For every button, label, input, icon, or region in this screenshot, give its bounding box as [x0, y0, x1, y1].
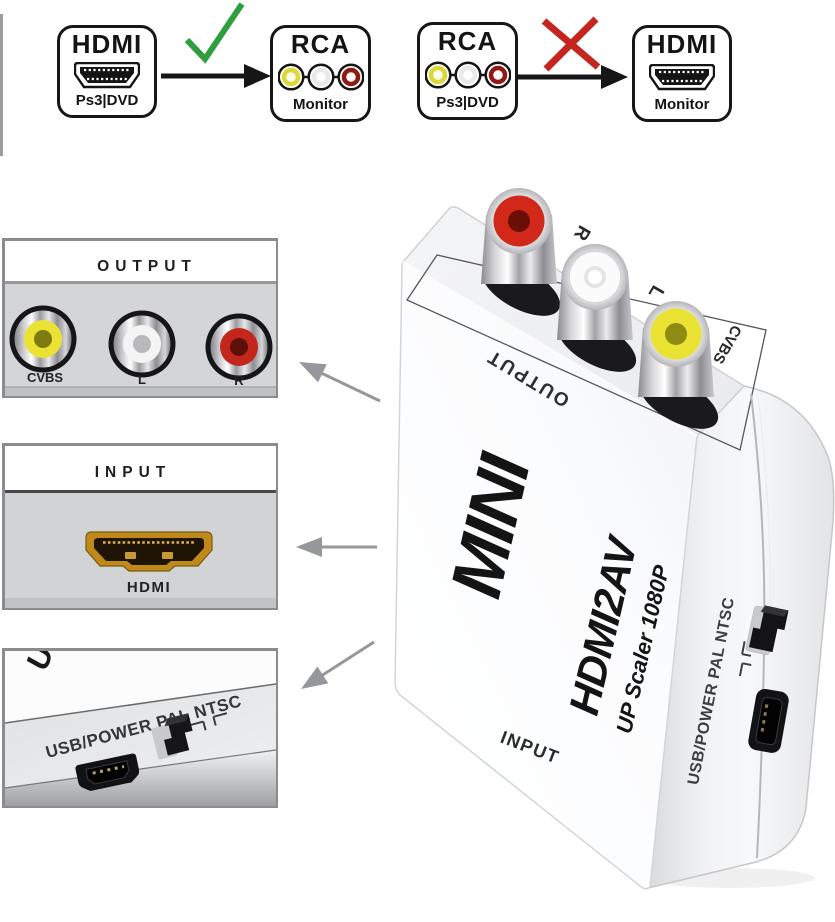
- device-jack-label-r: R: [569, 222, 594, 245]
- switch-position-marks: [189, 712, 228, 731]
- jack-label-cvbs: CVBS: [27, 370, 63, 385]
- rca-jack-right: [205, 313, 273, 381]
- pal-ntsc-switch: [151, 713, 193, 760]
- rca-jacks-icon: [424, 60, 511, 89]
- hdmi-connector-icon: [649, 63, 715, 90]
- rca-jack-left: [108, 310, 176, 378]
- callout-arrow-output-icon: [299, 362, 381, 403]
- flow1-source-sub: Ps3|DVD: [75, 92, 139, 109]
- flow1-source-box: HDMI Ps3|DVD: [57, 25, 157, 118]
- input-port-label: HDMI: [127, 579, 171, 596]
- flow1-source-title: HDMI: [71, 29, 143, 59]
- device-jack-label-cvbs: CVBS: [709, 322, 745, 367]
- rca-jack-cvbs: [9, 305, 77, 373]
- device-jack-red: [481, 188, 561, 316]
- input-panel-graphic: INPUT HDMI: [5, 446, 276, 608]
- device-jack-yellow: [638, 301, 719, 429]
- check-icon: [184, 2, 245, 64]
- device-switch-position-marks: [738, 641, 752, 677]
- flow2-target-sub: Monitor: [654, 96, 710, 113]
- flow1-target-title: RCA: [290, 29, 351, 59]
- left-edge-artifact: [0, 14, 3, 156]
- mini-usb-port: [75, 753, 140, 792]
- hdmi-port: [85, 531, 213, 572]
- arrow-right-icon: [161, 64, 271, 88]
- device-pal-ntsc-switch: [745, 605, 789, 656]
- jack-label-l: L: [138, 372, 146, 387]
- power-panel-graphic: U USB/POWER PAL NTSC: [5, 651, 276, 806]
- flow2-target-title: HDMI: [646, 29, 718, 59]
- input-panel-title: INPUT: [95, 464, 172, 481]
- callout-arrows: [296, 362, 381, 689]
- device-mini-usb-port: [748, 688, 789, 753]
- jack-label-r: R: [234, 373, 244, 388]
- hdmi-connector-icon: [74, 61, 140, 88]
- rca-jacks-icon: [277, 63, 364, 91]
- edge-highlight: [402, 260, 698, 438]
- cross-icon: [541, 16, 601, 72]
- output-panel-graphic: OUTPUT CVBS L R: [5, 241, 276, 396]
- callout-arrow-power-icon: [301, 640, 375, 689]
- flow2-source-box: RCA Ps3|DVD: [417, 22, 518, 120]
- product-photo: OUTPUT R L CVBS MINI: [394, 188, 835, 890]
- callout-panel-power: U USB/POWER PAL NTSC: [2, 648, 278, 808]
- flow2-source-title: RCA: [437, 26, 498, 56]
- flow1-target-sub: Monitor: [293, 96, 348, 113]
- device-jack-white: [557, 244, 637, 372]
- output-panel-title: OUTPUT: [97, 258, 197, 275]
- flow2-target-box: HDMI Monitor: [632, 25, 732, 122]
- callout-arrow-input-icon: [296, 537, 377, 557]
- device-jack-label-l: L: [644, 281, 668, 302]
- callout-panel-output: OUTPUT CVBS L R: [2, 238, 278, 398]
- device-side-face: [647, 385, 835, 889]
- flow2-source-sub: Ps3|DVD: [436, 94, 499, 111]
- flow1-target-box: RCA Monitor: [270, 25, 371, 122]
- arrow-right-icon: [518, 65, 628, 89]
- jack-area-outline: [406, 254, 767, 451]
- callout-panel-input: INPUT HDMI: [2, 443, 278, 610]
